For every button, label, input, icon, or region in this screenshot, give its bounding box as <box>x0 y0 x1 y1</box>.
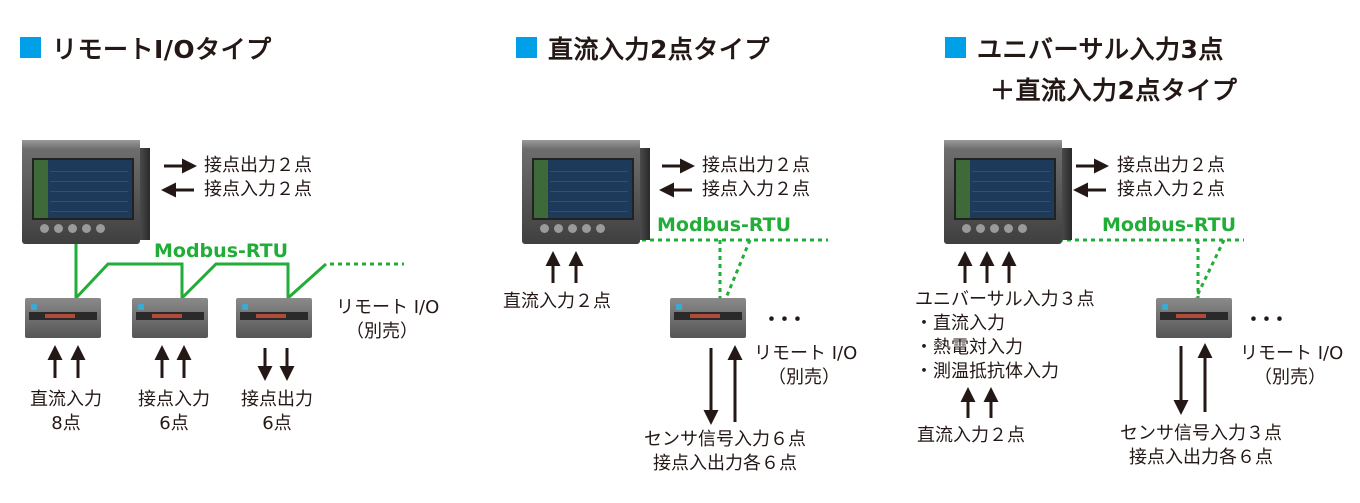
modbus-label: Modbus-RTU <box>657 214 792 236</box>
panel-title-universal-line1: ユニバーサル入力3点 <box>977 35 1224 64</box>
panel-title-remote-io: リモートI/Oタイプ <box>52 35 272 64</box>
io2-label-line2: 6点 <box>159 413 189 434</box>
modbus-line-universal <box>1035 238 1244 299</box>
remote-io-label: リモート I/O <box>336 297 440 318</box>
bullet-thermocouple-input: ・熱電対入力 <box>915 337 1023 358</box>
panel-title-universal-line2: ＋直流入力2点タイプ <box>990 76 1238 105</box>
contact-input-label: 接点入力２点 <box>1117 179 1225 200</box>
bullet-dc-input: ・直流入力 <box>915 313 1005 334</box>
remote-io-label: リモート I/O <box>1240 343 1344 364</box>
recorder-image <box>944 140 1072 244</box>
io2-label-line1: 接点入力 <box>138 389 210 410</box>
contact-io-label: 接点入出力各６点 <box>1129 447 1273 468</box>
io3-label-line1: 接点出力 <box>241 389 313 410</box>
remote-io-module-1 <box>25 298 101 338</box>
contact-input-label: 接点入力２点 <box>702 179 810 200</box>
universal-input-label: ユニバーサル入力３点 <box>915 289 1095 310</box>
modbus-label: Modbus-RTU <box>1102 214 1237 236</box>
contact-output-label: 接点出力２点 <box>702 155 810 176</box>
remote-io-module-2 <box>132 298 208 338</box>
title-square-icon <box>945 37 966 58</box>
recorder-image <box>22 140 150 244</box>
panel-title-dc2: 直流入力2点タイプ <box>548 35 770 64</box>
contact-output-label: 接点出力２点 <box>204 155 312 176</box>
sensor-input-label: センサ信号入力３点 <box>1120 423 1282 444</box>
title-square-icon <box>516 37 537 58</box>
modbus-line-dc2 <box>618 238 828 299</box>
contact-output-label: 接点出力２点 <box>1117 155 1225 176</box>
recorder-image <box>522 140 650 244</box>
remote-io-sub-label: （別売） <box>1254 367 1326 388</box>
io3-label-line2: 6点 <box>262 413 292 434</box>
modbus-label: Modbus-RTU <box>154 240 289 262</box>
contact-io-label: 接点入出力各６点 <box>653 453 797 474</box>
remote-io-module <box>1156 298 1232 338</box>
remote-io-sub-label: （別売） <box>346 321 418 342</box>
dc-input-label: 直流入力２点 <box>503 291 611 312</box>
more-modules-ellipsis: ･･･ <box>766 308 806 333</box>
more-modules-ellipsis: ･･･ <box>1248 308 1288 333</box>
title-square-icon <box>20 37 41 58</box>
io1-label-line2: 8点 <box>51 413 81 434</box>
remote-io-module-3 <box>236 298 312 338</box>
contact-input-label: 接点入力２点 <box>204 179 312 200</box>
io1-label-line1: 直流入力 <box>30 389 102 410</box>
bullet-rtd-input: ・測温抵抗体入力 <box>915 361 1059 382</box>
sensor-input-label: センサ信号入力６点 <box>644 429 806 450</box>
dc-input-label: 直流入力２点 <box>917 425 1025 446</box>
remote-io-sub-label: （別売） <box>768 367 840 388</box>
remote-io-label: リモート I/O <box>754 343 858 364</box>
remote-io-module <box>670 298 746 338</box>
